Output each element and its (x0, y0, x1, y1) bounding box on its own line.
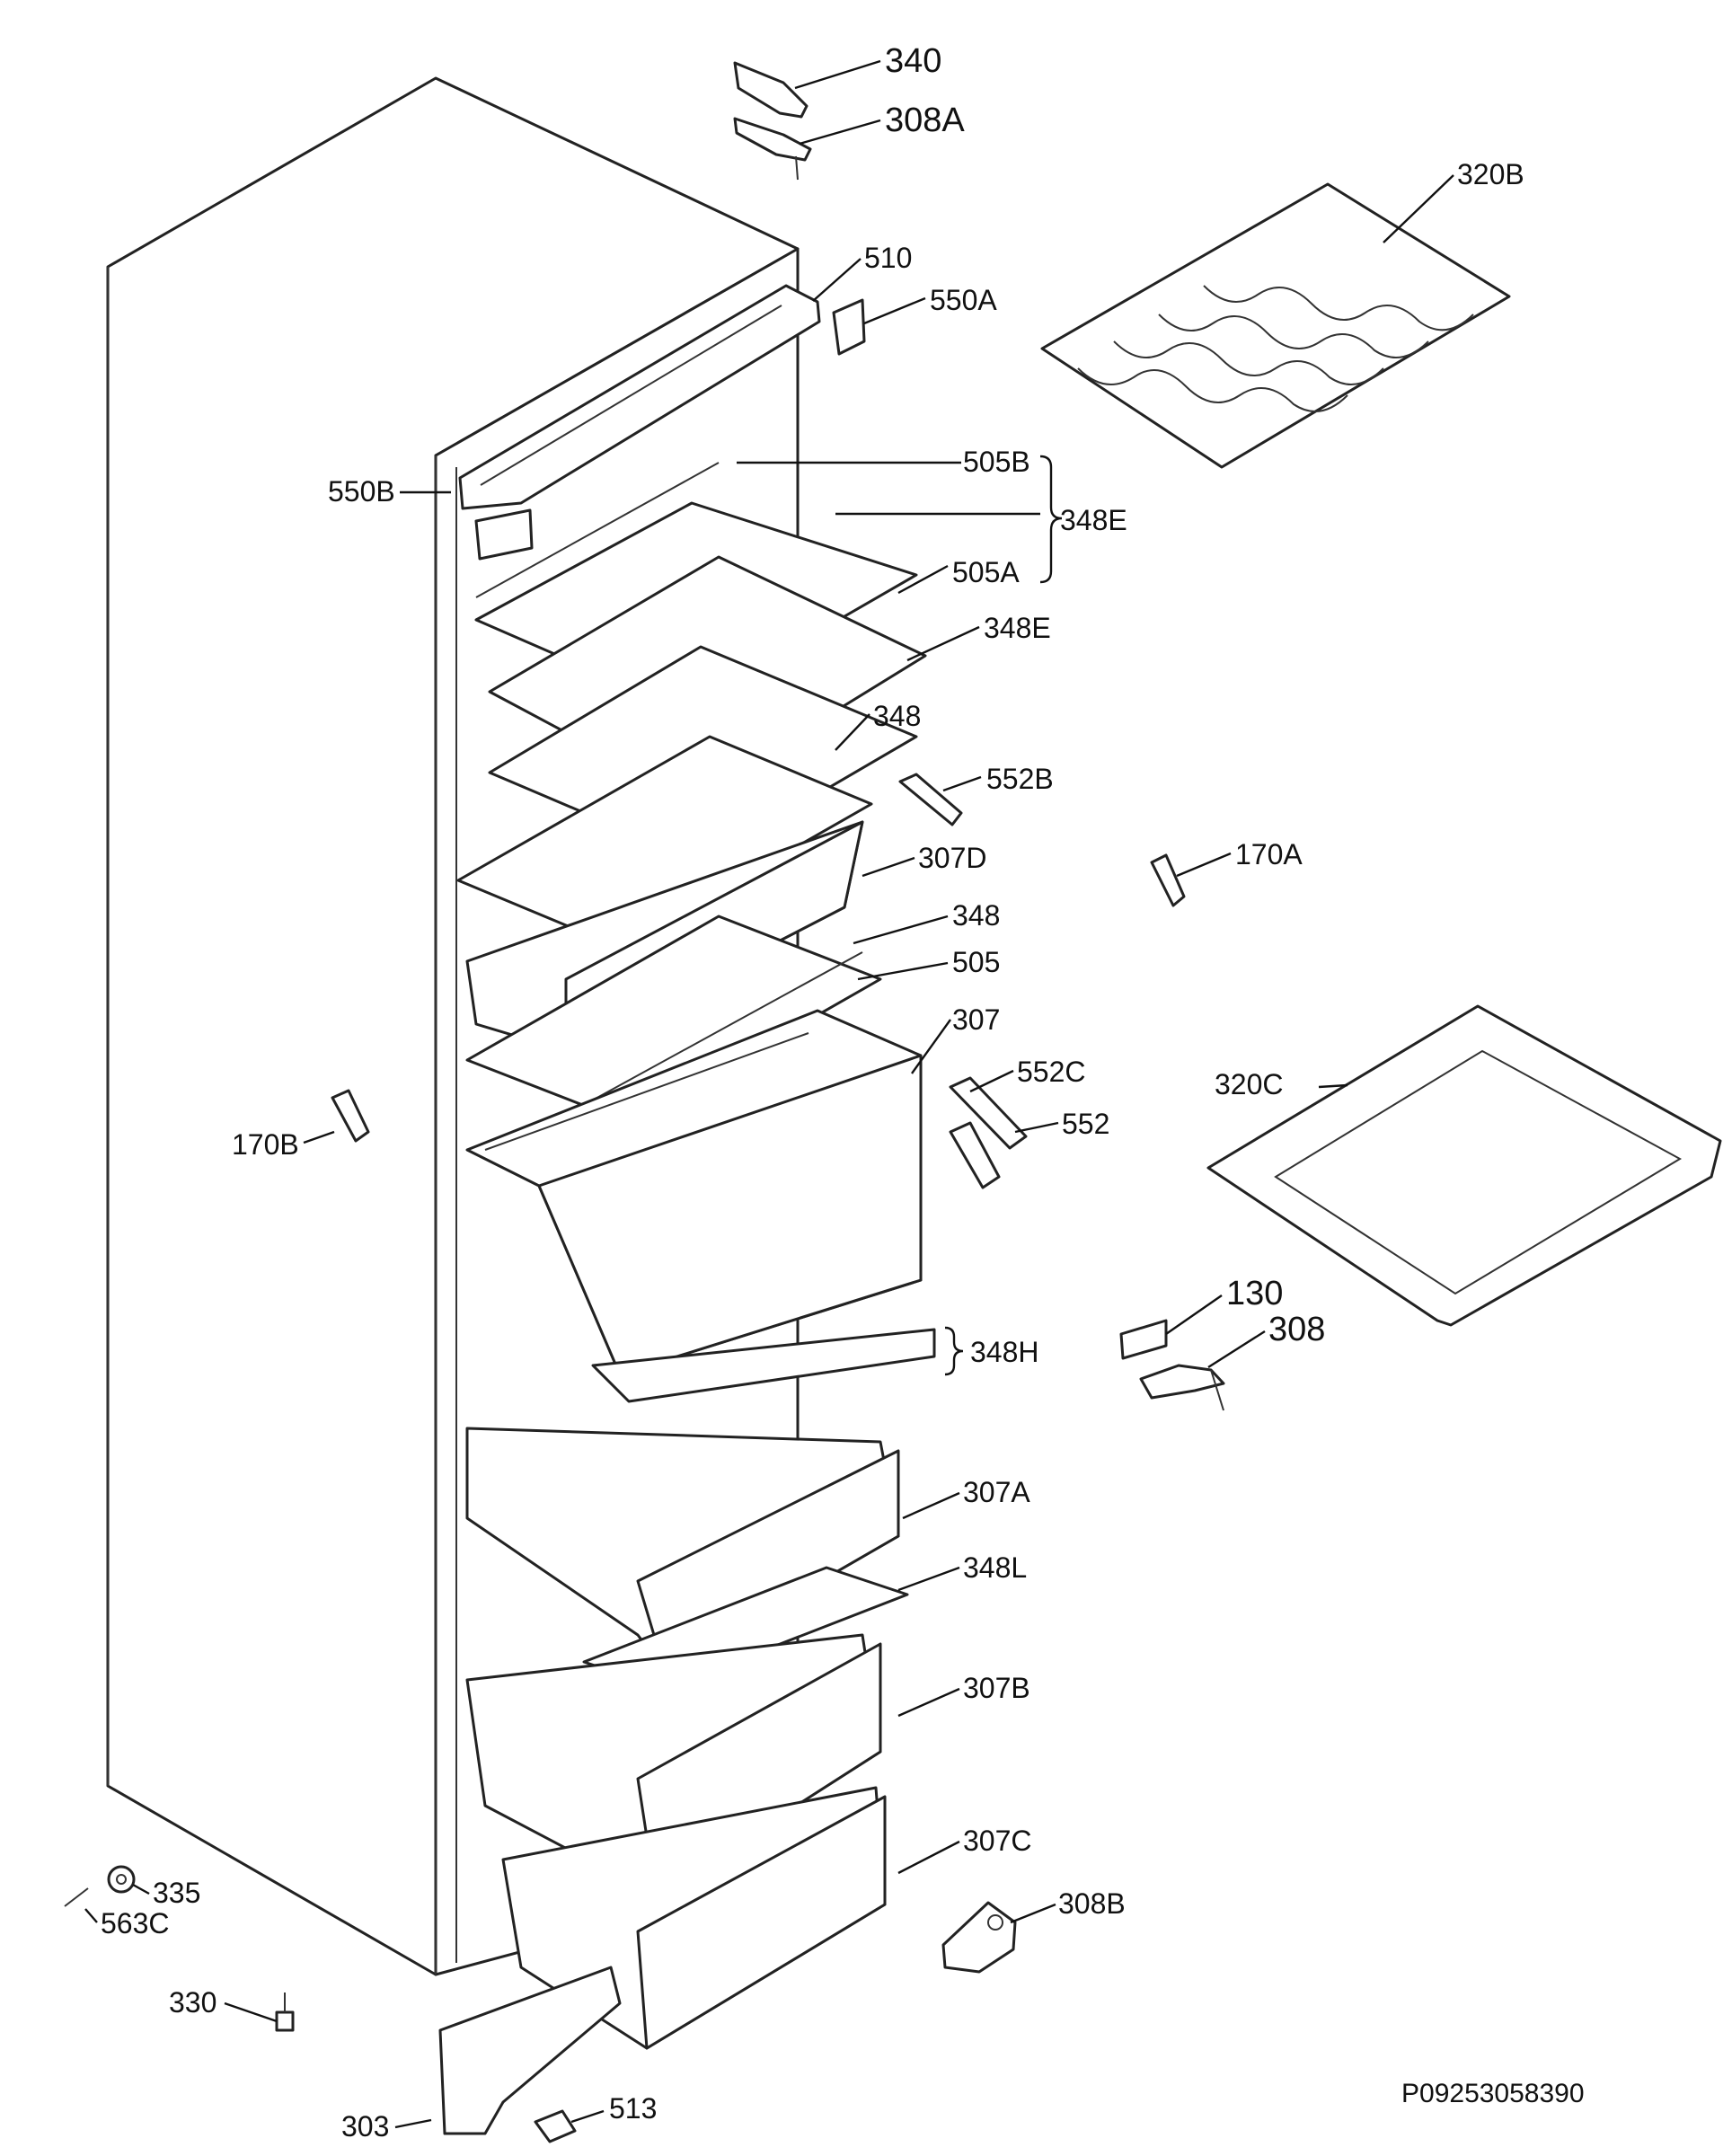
shelf-348H (591, 1328, 936, 1403)
label-505: 505 (952, 946, 1000, 978)
label-348L: 348L (963, 1551, 1027, 1584)
label-340: 340 (885, 42, 941, 80)
label-307B: 307B (963, 1672, 1030, 1704)
leader-lines (84, 59, 1454, 2129)
hinge-308B (941, 1901, 1017, 1974)
clip-170A (1150, 853, 1186, 907)
bracket-550A (832, 298, 866, 356)
label-170B: 170B (232, 1128, 299, 1161)
label-552C: 552C (1017, 1056, 1086, 1088)
rail-552C-552 (949, 1076, 1028, 1189)
label-308B: 308B (1058, 1887, 1126, 1920)
label-170A: 170A (1235, 838, 1303, 870)
foot-330 (275, 1993, 295, 2032)
bracket-130 (1119, 1319, 1168, 1360)
label-307D: 307D (918, 842, 987, 874)
part-labels: 340 308A 320B 510 550A 505B 550B 348E 50… (101, 42, 1524, 2143)
label-550A: 550A (930, 284, 997, 316)
label-308A: 308A (885, 102, 965, 139)
group-brackets (944, 455, 1063, 1376)
label-307A: 307A (963, 1476, 1030, 1508)
label-348-top: 348 (873, 700, 921, 732)
label-130: 130 (1226, 1275, 1283, 1312)
label-348E: 348E (984, 612, 1051, 644)
base-grille-303 (438, 1966, 622, 2135)
label-513: 513 (609, 2092, 657, 2125)
label-330: 330 (169, 1986, 216, 2019)
shelf-348-mid (465, 915, 882, 1125)
label-320B: 320B (1457, 158, 1524, 190)
label-563C: 563C (101, 1907, 170, 1940)
hinge-308A (733, 117, 812, 181)
label-320C: 320C (1215, 1068, 1284, 1100)
label-348-mid: 348 (952, 899, 1000, 932)
label-308: 308 (1268, 1311, 1325, 1348)
label-552B: 552B (986, 763, 1054, 795)
glass-shelf-320C (1206, 1004, 1722, 1327)
label-307C: 307C (963, 1825, 1032, 1857)
bracket-550B (474, 508, 534, 561)
label-348H: 348H (970, 1336, 1039, 1368)
pin-563C (64, 1887, 89, 1907)
rail-552B (898, 773, 963, 826)
hinge-cover-340 (733, 61, 809, 119)
label-335: 335 (153, 1877, 200, 1909)
clip-170B (331, 1089, 370, 1143)
label-550B: 550B (328, 475, 395, 508)
label-307: 307 (952, 1003, 1000, 1036)
label-505B: 505B (963, 446, 1030, 478)
label-348E-group: 348E (1060, 504, 1127, 536)
wine-rack-320B (1040, 182, 1511, 469)
label-505A: 505A (952, 556, 1020, 588)
label-510: 510 (864, 242, 912, 274)
hinge-308 (1139, 1364, 1225, 1411)
cover-513 (534, 2109, 577, 2143)
drawing-code: P09253058390 (1401, 2079, 1585, 2108)
label-303: 303 (341, 2110, 389, 2143)
drawer-307 (465, 1009, 923, 1376)
foot-335 (107, 1865, 136, 1894)
control-panel-510 (458, 284, 821, 510)
label-552: 552 (1062, 1108, 1109, 1140)
